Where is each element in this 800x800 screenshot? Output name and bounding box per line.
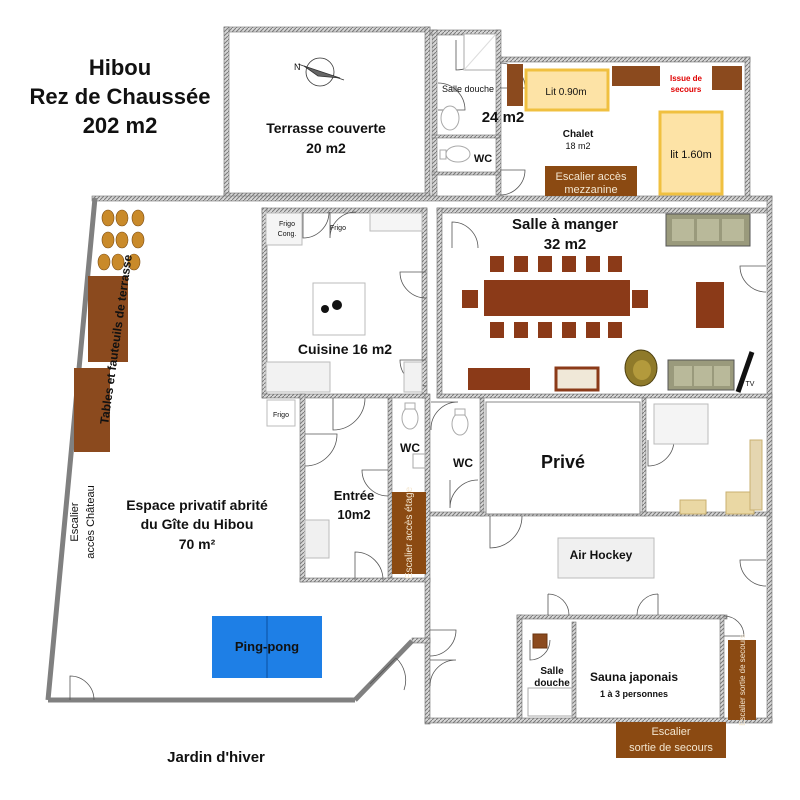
armchair-icon	[624, 349, 658, 387]
tv-icon	[735, 351, 755, 393]
ping-pong-label: Ping-pong	[235, 639, 299, 654]
stove-icon	[321, 305, 329, 313]
kitchen-fixtures	[265, 212, 423, 559]
bath-fixtures	[401, 33, 573, 717]
toilet-icon	[401, 406, 419, 430]
escalier-secours-side: Escalier sortie de secours	[738, 634, 747, 726]
escalier-etage: Escalier accès étage	[404, 486, 415, 579]
chalet-furniture	[507, 64, 742, 196]
wc-mid: WC	[453, 456, 473, 470]
espace-line2: du Gîte du Hibou	[141, 516, 254, 532]
prive-label: Privé	[541, 452, 585, 472]
fireplace	[554, 366, 600, 392]
double-bed	[658, 110, 724, 196]
frigo-cong-line1: Frigo	[279, 221, 295, 228]
svg-text:N: N	[294, 62, 301, 72]
compass-icon: N	[294, 57, 345, 87]
escalier-secours-line1: Escalier	[651, 726, 690, 738]
salle-manger-area: 32 m2	[544, 236, 587, 253]
salle-douche-bottom-line1: Salle	[540, 666, 564, 677]
sauna-name: Sauna japonais	[590, 670, 678, 684]
terrace-furniture	[74, 209, 145, 452]
walls	[91, 26, 773, 725]
sauna-capacity: 1 à 3 personnes	[600, 689, 668, 699]
dining-table	[484, 280, 630, 316]
toilet-icon	[451, 412, 469, 436]
escalier-chateau-line2: accès Château	[85, 485, 97, 558]
wc-top: WC	[474, 153, 492, 165]
salle-manger-name: Salle à manger	[512, 216, 618, 233]
frigo-left: Frigo	[273, 412, 289, 419]
air-hockey: Air Hockey	[570, 548, 633, 562]
chalet-name: Chalet	[563, 129, 594, 140]
sofa-icon	[665, 213, 751, 391]
frigo-cong-line2: Cong.	[278, 231, 297, 238]
header-line1: Hibou	[89, 55, 151, 80]
sink-icon	[440, 105, 460, 131]
dining-furniture	[462, 256, 724, 390]
stair-etage	[392, 492, 426, 574]
entree-name: Entrée	[334, 488, 374, 503]
tv-label: TV	[746, 381, 755, 388]
single-bed	[524, 68, 610, 112]
terrasse-area: 20 m2	[306, 140, 346, 156]
escalier-mezz-line1: Escalier accès	[556, 171, 627, 183]
escalier-chateau-line1: Escalier	[69, 502, 81, 541]
mezzanine-stair	[545, 166, 637, 196]
entree-area: 10m2	[337, 507, 370, 522]
issue-line1: Issue de	[670, 74, 703, 83]
cuisine-label: Cuisine 16 m2	[298, 341, 392, 357]
stair-secours-bottom	[616, 722, 726, 758]
jardin-label: Jardin d'hiver	[167, 749, 265, 766]
salle-douche-top: Salle douche	[442, 84, 494, 94]
header-line2: Rez de Chaussée	[30, 84, 211, 109]
escalier-secours-line2: sortie de secours	[629, 742, 713, 754]
espace-line1: Espace privatif abrité	[126, 497, 268, 513]
area-24: 24 m2	[482, 109, 525, 126]
prive-furniture	[485, 401, 763, 579]
salle-douche-bottom-line2: douche	[534, 678, 570, 689]
chalet-area: 18 m2	[565, 141, 590, 151]
stair-secours-side	[728, 640, 756, 720]
frigo-top: Frigo	[330, 225, 346, 232]
espace-line3: 70 m²	[179, 536, 216, 552]
wc-entree: WC	[400, 441, 420, 455]
toilet-icon	[445, 145, 471, 163]
issue-line2: secours	[671, 85, 702, 94]
lit-160: lit 1.60m	[670, 149, 712, 161]
terrasse-name: Terrasse couverte	[266, 120, 386, 136]
lit-090: Lit 0.90m	[545, 87, 586, 98]
escalier-mezz-line2: mezzanine	[564, 184, 617, 196]
header-line3: 202 m2	[83, 113, 158, 138]
